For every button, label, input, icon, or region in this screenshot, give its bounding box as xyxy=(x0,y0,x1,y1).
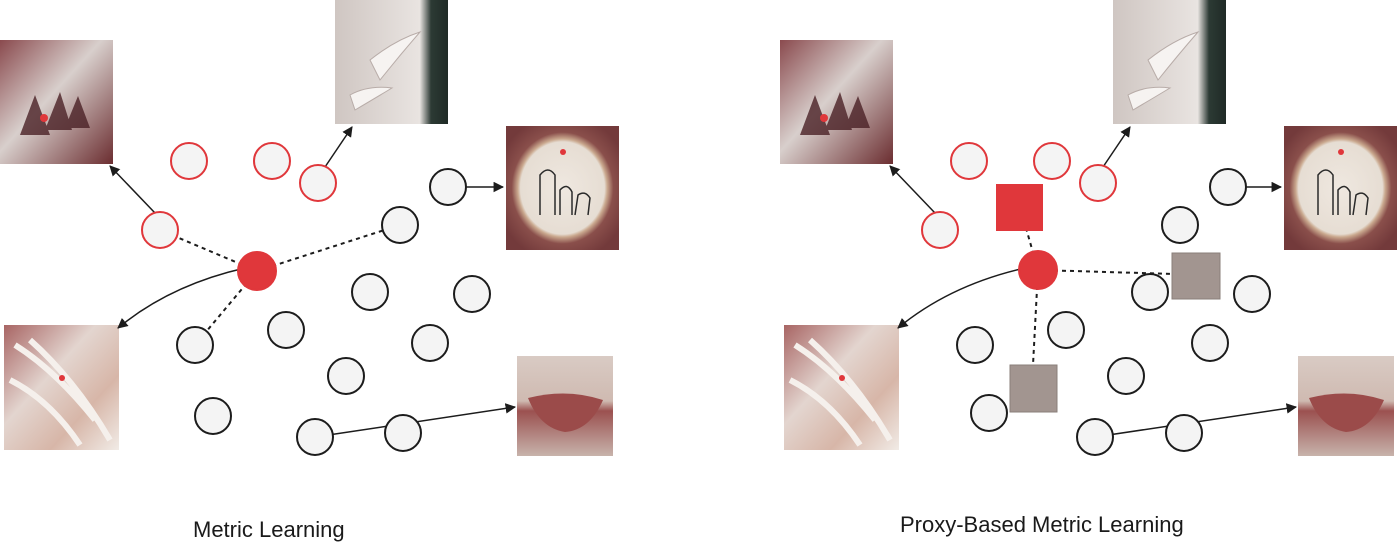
node-black xyxy=(1191,324,1229,362)
image-hand-nails xyxy=(784,325,899,450)
image-red-nails xyxy=(780,40,893,164)
nodes xyxy=(921,142,1271,456)
node-red xyxy=(253,142,291,180)
proxy-gray xyxy=(1009,364,1058,413)
image-red-bowl xyxy=(517,356,613,456)
caption-proxy-based-metric-learning: Proxy-Based Metric Learning xyxy=(900,512,1184,537)
arrows xyxy=(889,126,1298,438)
caption-metric-learning: Metric Learning xyxy=(193,517,345,542)
node-black xyxy=(429,168,467,206)
node-black xyxy=(327,357,365,395)
proxies xyxy=(996,184,1221,413)
node-red xyxy=(141,211,179,249)
panel-proxy-based-metric-learning xyxy=(780,0,1397,456)
node-red xyxy=(1033,142,1071,180)
node-black xyxy=(1233,275,1271,313)
proxy-red xyxy=(996,184,1043,231)
node-black xyxy=(384,414,422,452)
node-red xyxy=(170,142,208,180)
image-silver-nails xyxy=(1113,0,1226,124)
node-black xyxy=(176,326,214,364)
node-black xyxy=(453,275,491,313)
node-black xyxy=(1209,168,1247,206)
anchor-node xyxy=(1018,250,1058,290)
node-black xyxy=(296,418,334,456)
node-red xyxy=(299,164,337,202)
node-black xyxy=(956,326,994,364)
node-black xyxy=(1076,418,1114,456)
node-black xyxy=(1047,311,1085,349)
proxy-gray xyxy=(1171,252,1221,300)
node-black xyxy=(381,206,419,244)
node-black xyxy=(1161,206,1199,244)
node-black xyxy=(970,394,1008,432)
node-black xyxy=(267,311,305,349)
node-red xyxy=(950,142,988,180)
node-black xyxy=(194,397,232,435)
node-black xyxy=(411,324,449,362)
anchor-node xyxy=(237,251,277,291)
node-black xyxy=(1165,414,1203,452)
node-red xyxy=(921,211,959,249)
panel-metric-learning xyxy=(0,0,619,456)
image-hand-nails xyxy=(4,325,119,450)
node-red xyxy=(1079,164,1117,202)
node-black xyxy=(1131,273,1169,311)
node-black xyxy=(351,273,389,311)
nodes xyxy=(141,142,491,456)
image-silver-nails xyxy=(335,0,448,124)
image-red-bowl xyxy=(1298,356,1394,456)
node-black xyxy=(1107,357,1145,395)
image-cactus-embroidery xyxy=(506,126,619,250)
image-cactus-embroidery xyxy=(1284,126,1397,250)
image-red-nails xyxy=(0,40,113,164)
